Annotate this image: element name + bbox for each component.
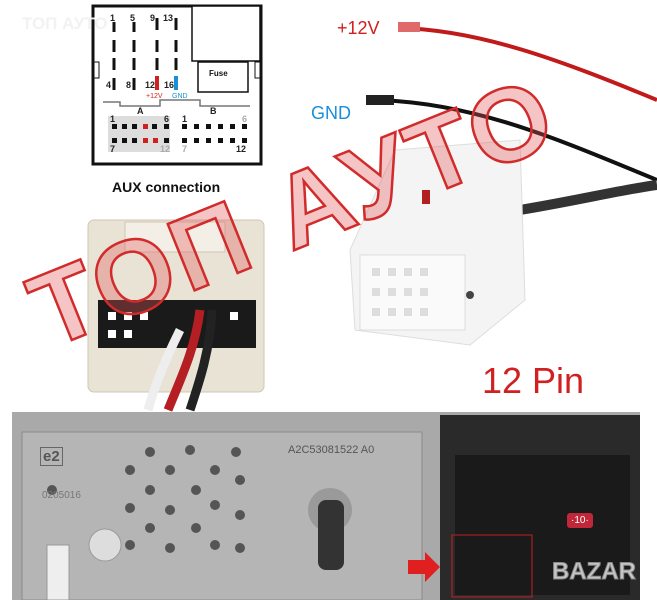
product-label: 12 Pin [482,360,585,401]
e2-mark: e2 [40,447,63,466]
block-a-label: A [137,106,144,116]
b-pin-label: 7 [182,144,188,154]
pin-label: 1 [110,13,116,23]
radio-unit-photo [12,412,640,600]
aux-connection-title: AUX connection [112,179,221,195]
watermark-small: ТОП АУТО [22,14,108,33]
b-pin-label: 12 [236,144,247,154]
gnd-wire-label: GND [311,103,351,123]
pin-label: 5 [130,13,136,23]
power-wires [366,22,657,215]
pin-label: 9 [150,13,156,23]
a-pin-label: 12 [160,144,171,154]
fuse-label: Fuse [209,69,228,78]
a-pin-label: 7 [110,144,116,154]
b-pin-label: 1 [182,114,188,124]
pin-label: 8 [126,80,132,90]
b-pin-label: 6 [242,114,248,124]
pin-label: 4 [106,80,112,90]
serial-number: 0205016 [42,490,81,501]
aux-connector-photo [87,219,265,412]
white-connector-photo [349,139,526,346]
gnd-pin-label: GND [172,93,188,100]
a-pin-label: 6 [164,114,170,124]
pin-label: 12 [145,80,156,90]
plus12v-pin-label: +12V [146,93,163,100]
a-pin-label: 1 [110,114,116,124]
pinout-diagram [91,4,263,166]
block-b-label: B [210,106,217,116]
plus12v-wire-label: +12V [337,18,380,38]
fuse-value: ·10· [567,513,593,528]
pin-label: 13 [163,13,174,23]
part-number: A2C53081522 A0 [288,444,375,456]
watermark-corner: BAZAR [552,558,637,586]
pin-label: 16 [164,80,175,90]
